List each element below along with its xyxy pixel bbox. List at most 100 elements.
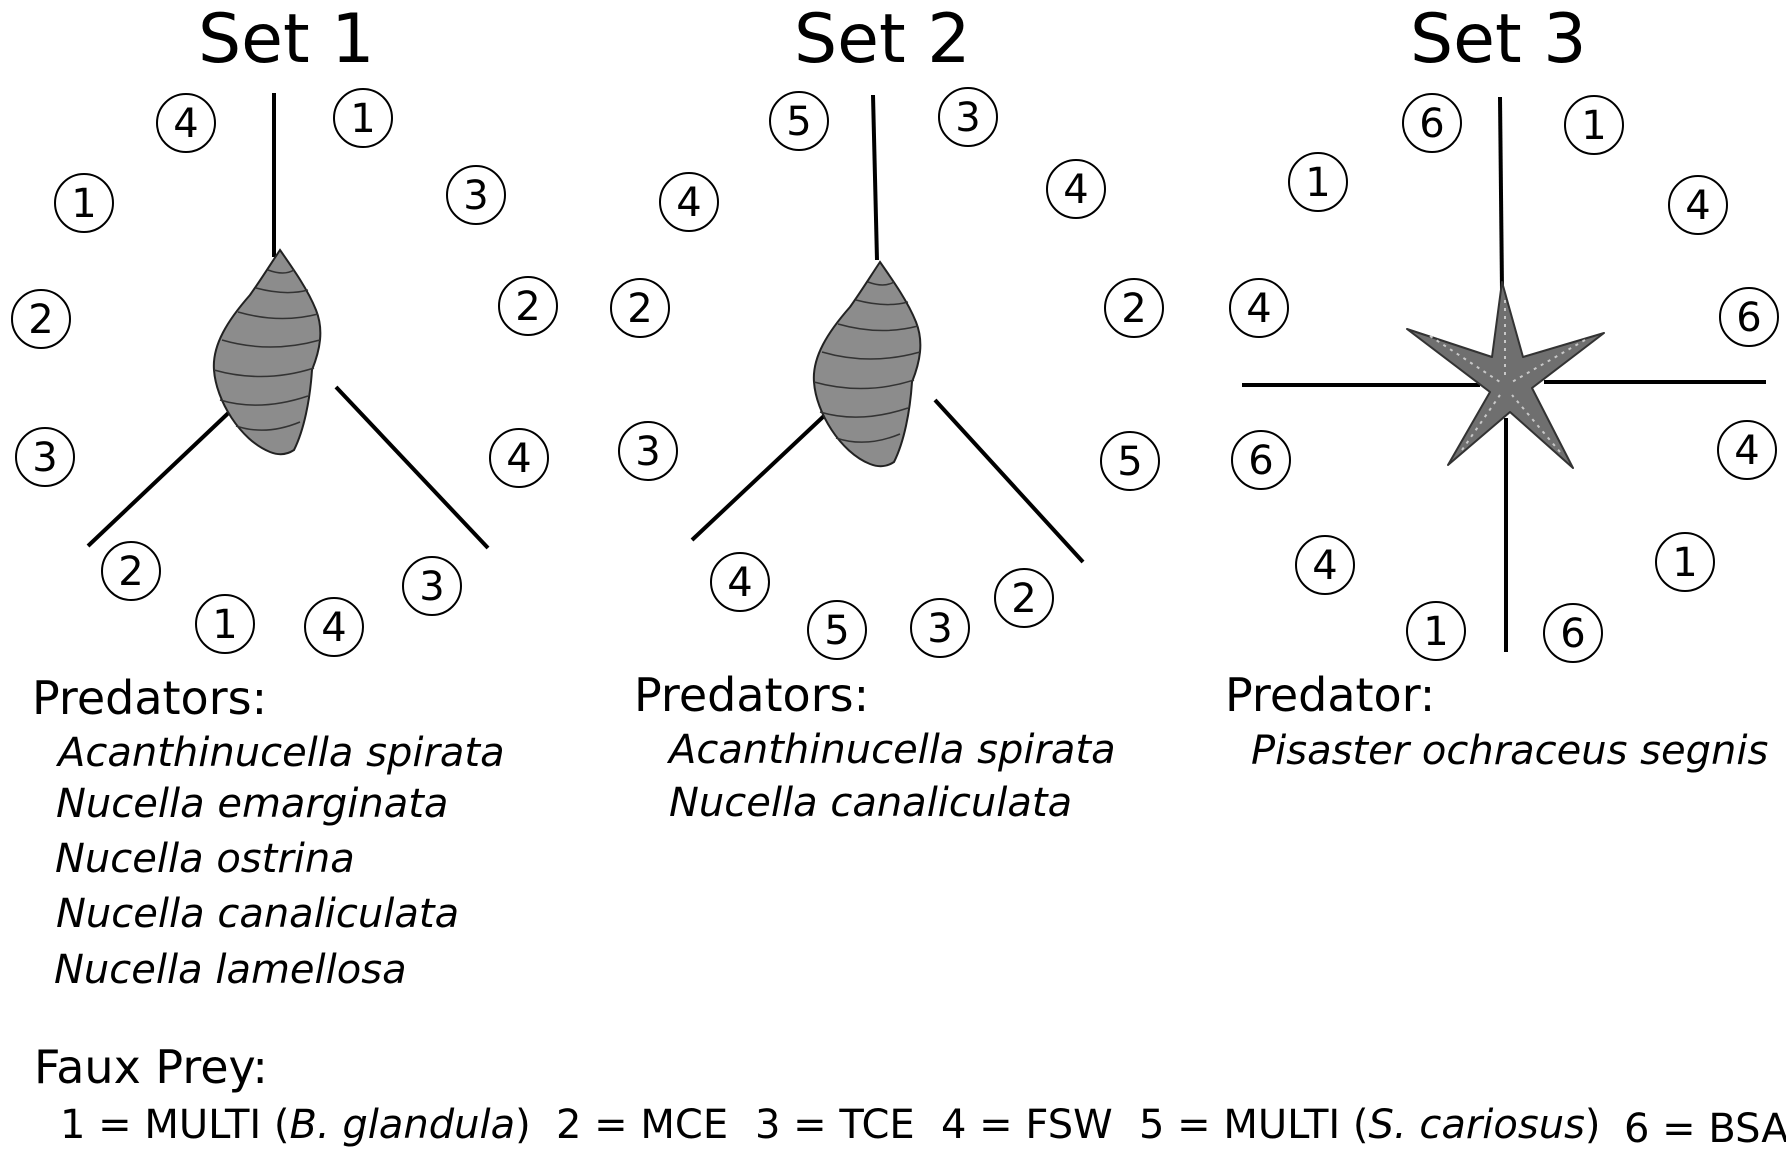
species-name: Nucella ostrina bbox=[55, 836, 355, 882]
circle-label: 4 bbox=[506, 436, 531, 482]
treatment-circle bbox=[15, 427, 75, 487]
circle-label: 2 bbox=[1011, 576, 1036, 622]
treatment-circle bbox=[156, 93, 216, 153]
circle-label: 1 bbox=[212, 602, 237, 648]
circle-label: 3 bbox=[927, 606, 952, 652]
treatment-circle bbox=[101, 541, 161, 601]
treatment-circle bbox=[1288, 152, 1348, 212]
treatment-circle bbox=[1543, 603, 1603, 663]
circle-label: 6 bbox=[1419, 101, 1444, 147]
set-3-divider-lines bbox=[1242, 96, 1766, 652]
species-name: Nucella canaliculata bbox=[669, 780, 1072, 826]
treatment-circle bbox=[1406, 601, 1466, 661]
treatment-circle bbox=[1402, 93, 1462, 153]
legend-item-6: 6 = BSA bbox=[1624, 1106, 1786, 1152]
circle-label: 4 bbox=[173, 101, 198, 147]
circle-label: 4 bbox=[727, 560, 752, 606]
treatment-circle bbox=[446, 165, 506, 225]
treatment-circle bbox=[333, 88, 393, 148]
circle-label: 3 bbox=[463, 173, 488, 219]
circle-label: 5 bbox=[1117, 439, 1142, 485]
divider-line bbox=[1498, 96, 1504, 291]
shell-ridges bbox=[813, 281, 921, 443]
treatment-circle bbox=[1717, 420, 1777, 480]
set-1-circle-labels: 4 1 1 3 2 2 3 4 2 3 1 4 bbox=[28, 96, 540, 651]
treatment-circle bbox=[1719, 287, 1779, 347]
treatment-circle bbox=[1104, 278, 1164, 338]
treatment-circle bbox=[304, 597, 364, 657]
species-name: Pisaster ochraceus segnis bbox=[1251, 728, 1768, 774]
treatment-circle bbox=[195, 594, 255, 654]
set-1-circles bbox=[11, 88, 558, 657]
treatment-circle bbox=[1231, 430, 1291, 490]
circle-label: 2 bbox=[515, 284, 540, 330]
divider-line bbox=[690, 397, 844, 542]
treatment-circle bbox=[498, 276, 558, 336]
circle-label: 1 bbox=[1305, 160, 1330, 206]
treatment-circle bbox=[402, 556, 462, 616]
legend-item-3: 3 = TCE bbox=[755, 1102, 915, 1148]
legend-heading: Faux Prey: bbox=[34, 1040, 268, 1094]
treatment-circle bbox=[994, 568, 1054, 628]
species-name: Nucella lamellosa bbox=[54, 947, 407, 993]
circle-label: 1 bbox=[1423, 609, 1448, 655]
starfish-icon bbox=[1406, 281, 1605, 469]
circle-label: 2 bbox=[118, 549, 143, 595]
circle-label: 2 bbox=[28, 297, 53, 343]
set-1-divider-lines bbox=[86, 93, 490, 550]
circle-label: 4 bbox=[1734, 428, 1759, 474]
snail-icon bbox=[812, 260, 922, 468]
set-2-species-list: Acanthinucella spirata Nucella canalicul… bbox=[666, 727, 1116, 826]
shell-ridges bbox=[213, 269, 321, 431]
legend-item-5: 5 = MULTI (S. cariosus) bbox=[1139, 1102, 1601, 1148]
legend-item-2: 2 = MCE bbox=[556, 1102, 728, 1148]
set-2-divider-lines bbox=[690, 94, 1085, 564]
shell-body bbox=[812, 260, 922, 468]
snail-icon bbox=[212, 248, 322, 456]
circle-label: 4 bbox=[1312, 543, 1337, 589]
circle-label: 3 bbox=[955, 95, 980, 141]
treatment-circle bbox=[489, 428, 549, 488]
species-name: Nucella canaliculata bbox=[56, 891, 459, 937]
legend-item-1: 1 = MULTI (B. glandula) bbox=[60, 1102, 531, 1148]
circle-label: 4 bbox=[1246, 286, 1271, 332]
set-3-circle-labels: 6 1 1 4 4 6 6 4 4 1 1 6 bbox=[1246, 101, 1761, 657]
set-1-predator-heading: Predators: bbox=[32, 671, 267, 725]
treatment-circle bbox=[1100, 431, 1160, 491]
starfish-texture bbox=[1429, 300, 1586, 453]
circle-label: 1 bbox=[71, 181, 96, 227]
treatment-circle bbox=[610, 278, 670, 338]
treatment-circle bbox=[938, 87, 998, 147]
circle-label: 3 bbox=[419, 564, 444, 610]
set-2-title: Set 2 bbox=[794, 0, 971, 79]
circle-label: 5 bbox=[824, 608, 849, 654]
circle-label: 6 bbox=[1560, 611, 1585, 657]
treatment-circle bbox=[710, 552, 770, 612]
set-2-circles bbox=[610, 87, 1164, 660]
species-name: Acanthinucella spirata bbox=[666, 727, 1116, 773]
circle-label: 3 bbox=[635, 429, 660, 475]
circle-label: 5 bbox=[786, 99, 811, 145]
circle-label: 2 bbox=[1121, 286, 1146, 332]
set-2-panel: Set 2 bbox=[610, 0, 1164, 826]
treatment-circle bbox=[807, 600, 867, 660]
treatment-circle bbox=[1046, 159, 1106, 219]
treatment-circle bbox=[910, 598, 970, 658]
circle-label: 4 bbox=[676, 180, 701, 226]
treatment-circle bbox=[1668, 175, 1728, 235]
circle-label: 6 bbox=[1736, 295, 1761, 341]
set-3-title: Set 3 bbox=[1410, 0, 1587, 79]
treatment-circle bbox=[1655, 532, 1715, 592]
set-1-species-list: Acanthinucella spirata Nucella emarginat… bbox=[54, 730, 505, 993]
set-3-predator-heading: Predator: bbox=[1225, 668, 1435, 722]
shell-body bbox=[212, 248, 322, 456]
set-2-predator-heading: Predators: bbox=[634, 668, 869, 722]
set-3-species-list: Pisaster ochraceus segnis bbox=[1251, 728, 1768, 774]
circle-label: 1 bbox=[1581, 103, 1606, 149]
set-1-title: Set 1 bbox=[198, 0, 375, 79]
treatment-circle bbox=[54, 173, 114, 233]
faux-prey-legend: Faux Prey: 1 = MULTI (B. glandula) 2 = M… bbox=[34, 1040, 1786, 1152]
set-3-circles bbox=[1229, 93, 1779, 663]
set-2-circle-labels: 5 3 4 4 2 2 3 5 4 2 5 3 bbox=[627, 95, 1146, 654]
